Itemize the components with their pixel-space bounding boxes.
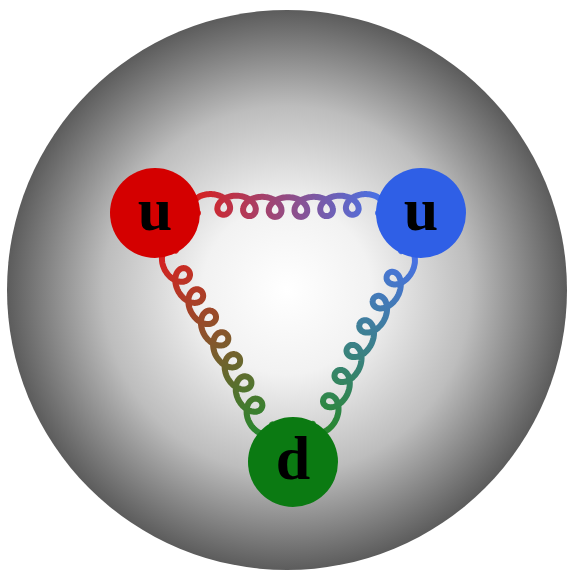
quark-label: u (138, 178, 172, 240)
quark-label: u (404, 178, 438, 240)
gluon-spring (162, 247, 273, 434)
gluon-spring (312, 248, 415, 433)
quark-circle: u (376, 168, 466, 258)
quark-circle: d (248, 417, 338, 507)
proton-sphere (7, 10, 567, 570)
quark-circle: u (110, 168, 200, 258)
quark-label: d (276, 427, 310, 489)
gluon-spring (192, 194, 385, 217)
